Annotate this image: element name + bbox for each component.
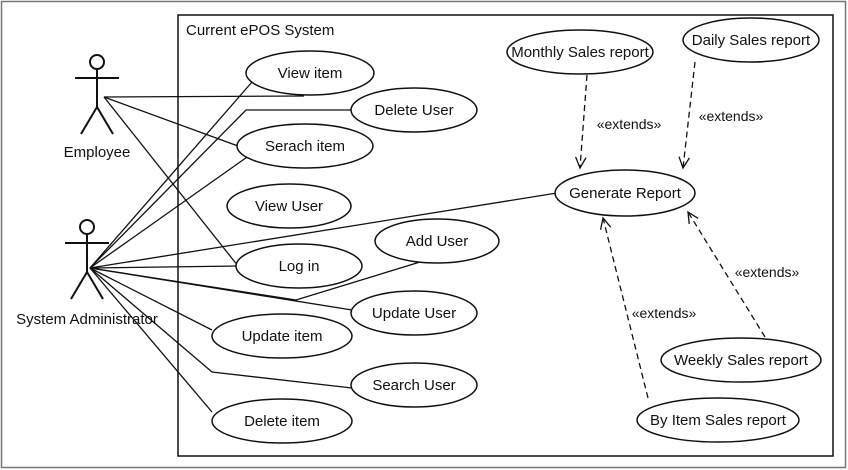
use-case-label: View item xyxy=(278,65,343,82)
use-case-label: Daily Sales report xyxy=(692,32,811,49)
use-case-ellipse xyxy=(554,169,696,217)
association-admin-update-item xyxy=(89,267,213,331)
use-case-ellipse xyxy=(636,397,800,443)
use-case-label: Add User xyxy=(406,233,469,250)
association-employee-log-in xyxy=(103,96,239,267)
actor-admin[interactable]: System Administrator xyxy=(16,219,158,328)
actor-left-leg xyxy=(80,106,98,135)
use-case-ellipse xyxy=(350,362,478,408)
association-admin-log-in xyxy=(89,265,239,269)
system-title: Current ePOS System xyxy=(186,22,334,39)
use-case-by-item-sales-report[interactable]: By Item Sales report xyxy=(636,397,800,443)
use-case-add-user[interactable]: Add User xyxy=(374,218,500,264)
use-case-ellipse xyxy=(350,290,478,336)
use-case-label: Serach item xyxy=(265,138,345,155)
use-case-search-item[interactable]: Serach item xyxy=(236,123,374,169)
use-case-ellipse xyxy=(660,337,822,383)
extends-monthly-sales-report: «extends» xyxy=(575,74,662,170)
association-employee-search-item xyxy=(103,96,239,147)
association-admin-generate-report xyxy=(89,192,558,269)
use-case-label: Update item xyxy=(242,328,323,345)
use-case-label: Log in xyxy=(279,258,320,275)
actor-head xyxy=(89,54,105,70)
use-case-ellipse xyxy=(245,50,375,96)
association-admin-delete-item xyxy=(89,267,213,413)
extends-arrowhead xyxy=(575,156,587,170)
use-case-ellipse xyxy=(682,17,820,63)
use-case-label: Delete User xyxy=(374,102,453,119)
use-case-ellipse xyxy=(374,218,500,264)
extends-by-item-sales-report: «extends» xyxy=(599,216,697,399)
extends-line xyxy=(579,74,588,169)
use-case-search-user[interactable]: Search User xyxy=(350,362,478,408)
use-case-monthly-sales-report[interactable]: Monthly Sales report xyxy=(506,29,654,75)
actor-label: System Administrator xyxy=(16,311,158,328)
use-case-log-in[interactable]: Log in xyxy=(235,243,363,289)
actor-head xyxy=(79,219,95,235)
extends-label: «extends» xyxy=(632,305,697,321)
extends-label: «extends» xyxy=(699,108,764,124)
use-case-ellipse xyxy=(211,313,353,359)
use-case-ellipse xyxy=(226,183,352,229)
use-case-label: Search User xyxy=(372,377,455,394)
use-case-update-user[interactable]: Update User xyxy=(350,290,478,336)
actor-employee[interactable]: Employee xyxy=(64,54,131,161)
use-case-weekly-sales-report[interactable]: Weekly Sales report xyxy=(660,337,822,383)
use-case-label: Generate Report xyxy=(569,185,682,202)
association-employee-view-item xyxy=(103,95,305,98)
extends-arrowhead xyxy=(678,156,690,170)
use-case-label: Weekly Sales report xyxy=(674,352,809,369)
use-case-label: Monthly Sales report xyxy=(511,44,649,61)
actor-right-leg xyxy=(96,106,114,135)
extends-label: «extends» xyxy=(735,264,800,280)
extends-label: «extends» xyxy=(597,116,662,132)
use-case-ellipse xyxy=(350,87,478,133)
extends-arrowhead xyxy=(687,210,699,225)
system-boundary xyxy=(177,14,834,457)
extends-relations: «extends» «extends» «extends» «extends» xyxy=(575,61,800,399)
use-case-ellipse xyxy=(211,398,353,444)
use-case-generate-report[interactable]: Generate Report xyxy=(554,169,696,217)
use-case-ellipse xyxy=(235,243,363,289)
use-case-view-user[interactable]: View User xyxy=(226,183,352,229)
use-case-delete-item[interactable]: Delete item xyxy=(211,398,353,444)
use-case-ellipse xyxy=(506,29,654,75)
use-case-ellipse xyxy=(236,123,374,169)
actor-right-leg xyxy=(86,271,104,300)
association-admin-view-item xyxy=(89,81,253,269)
use-case-delete-user[interactable]: Delete User xyxy=(350,87,478,133)
use-case-daily-sales-report[interactable]: Daily Sales report xyxy=(682,17,820,63)
extends-line xyxy=(687,211,766,338)
actor-left-leg xyxy=(70,271,88,300)
use-case-label: Update User xyxy=(372,305,456,322)
use-case-label: By Item Sales report xyxy=(650,412,787,429)
use-case-label: Delete item xyxy=(244,413,320,430)
extends-line xyxy=(602,217,649,399)
association-admin-search-item xyxy=(89,154,251,269)
actor-label: Employee xyxy=(64,144,131,161)
use-case-update-item[interactable]: Update item xyxy=(211,313,353,359)
extends-weekly-sales-report: «extends» xyxy=(687,210,800,338)
association-lines xyxy=(89,81,558,413)
use-case-view-item[interactable]: View item xyxy=(245,50,375,96)
extends-daily-sales-report: «extends» xyxy=(678,61,764,170)
association-admin-update-user xyxy=(89,267,353,311)
association-admin-search-user xyxy=(89,267,353,389)
extends-arrowhead xyxy=(599,216,612,230)
use-case-label: View User xyxy=(255,198,323,215)
extends-line xyxy=(682,61,696,169)
association-admin-delete-user xyxy=(89,109,352,269)
